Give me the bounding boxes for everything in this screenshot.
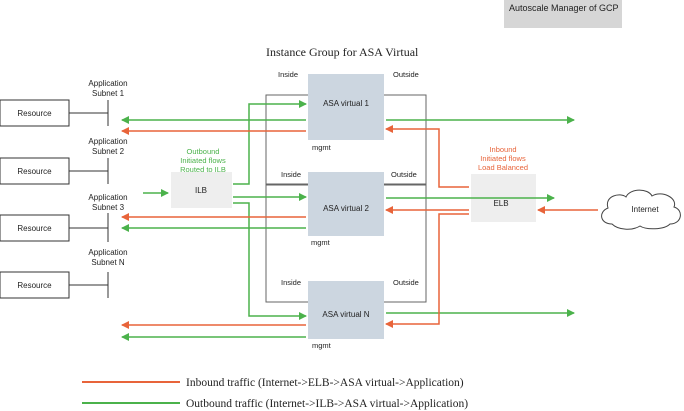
asa-box-n	[308, 281, 384, 339]
subnet-labels: Application Subnet 1 Application Subnet …	[88, 79, 127, 267]
asa-box-1	[308, 74, 384, 140]
ilb-box	[171, 172, 232, 208]
subnet-3-line1: Application	[88, 193, 127, 202]
subnet-2-line1: Application	[88, 137, 127, 146]
asa-2-inside-label: Inside	[281, 170, 301, 179]
ilb-label: ILB	[195, 186, 207, 195]
subnet-1-line2: Subnet 1	[92, 89, 125, 98]
asa-n-inside-label: Inside	[281, 278, 301, 287]
asa-label-2: ASA virtual 2	[323, 204, 369, 213]
asa-1-outside-label: Outside	[393, 70, 419, 79]
inbound-elb-to-asa1	[385, 125, 469, 188]
asa-n-mgmt-label: mgmt	[312, 341, 332, 350]
subnet-1-line1: Application	[88, 79, 127, 88]
elb-note: Inbound Initiated flows Load Balanced	[478, 145, 528, 172]
subnet-n-line2: Subnet N	[91, 258, 125, 267]
asa-1-inside-label: Inside	[278, 70, 298, 79]
resource-box-4	[0, 271, 70, 299]
asa-2-mgmt-label: mgmt	[311, 238, 331, 247]
group-title: Instance Group for ASA Virtual	[266, 45, 419, 59]
elb-label: ELB	[493, 199, 508, 208]
resource-label-3: Resource	[17, 224, 52, 233]
outbound-ilb-to-asa1	[233, 100, 307, 185]
ilb-note: Outbound Initiated flows Routed to ILB	[180, 147, 226, 174]
header-title: Autoscale Manager of GCP	[509, 3, 619, 13]
asa-boxes: ASA virtual 1 ASA virtual 2 ASA virtual …	[308, 74, 384, 339]
subnet-2-line2: Subnet 2	[92, 147, 125, 156]
header-box	[504, 0, 622, 28]
asa-label-1: ASA virtual 1	[323, 99, 369, 108]
subnet-connectors	[69, 100, 109, 298]
legend: Inbound traffic (Internet->ELB->ASA virt…	[82, 377, 468, 410]
resource-box-1	[0, 99, 70, 127]
asa-1-mgmt-label: mgmt	[312, 143, 332, 152]
inbound-elb-to-asan	[385, 213, 469, 328]
asa-2-outside-label: Outside	[391, 170, 417, 179]
asa-n-outside-label: Outside	[393, 278, 419, 287]
ilb-note-line3: Routed to ILB	[180, 165, 226, 174]
subnet-3-line2: Subnet 3	[92, 203, 125, 212]
interface-labels: Inside Outside mgmt Inside Outside mgmt …	[278, 70, 419, 350]
legend-inbound-label: Inbound traffic (Internet->ELB->ASA virt…	[186, 377, 464, 389]
legend-outbound-label: Outbound traffic (Internet->ILB->ASA vir…	[186, 398, 468, 410]
inbound-flows	[121, 125, 598, 329]
elb-note-line2: Initiated flows	[480, 154, 526, 163]
asa-box-2	[308, 172, 384, 236]
outbound-flows	[121, 100, 575, 341]
internet-cloud-icon	[601, 189, 681, 230]
subnet-n-line1: Application	[88, 248, 127, 257]
resource-box-3	[0, 214, 70, 242]
elb-note-line1: Inbound	[489, 145, 516, 154]
ilb-note-line2: Initiated flows	[180, 156, 226, 165]
elb-note-line3: Load Balanced	[478, 163, 528, 172]
resource-label-4: Resource	[17, 281, 52, 290]
ilb-note-line1: Outbound	[187, 147, 220, 156]
resource-group: Resource Resource Resource Resource	[0, 99, 70, 299]
asa-label-n: ASA virtual N	[322, 310, 369, 319]
resource-label-1: Resource	[17, 109, 52, 118]
resource-label-2: Resource	[17, 167, 52, 176]
outbound-ilb-to-asan	[233, 202, 307, 320]
internet-label: Internet	[631, 205, 659, 214]
